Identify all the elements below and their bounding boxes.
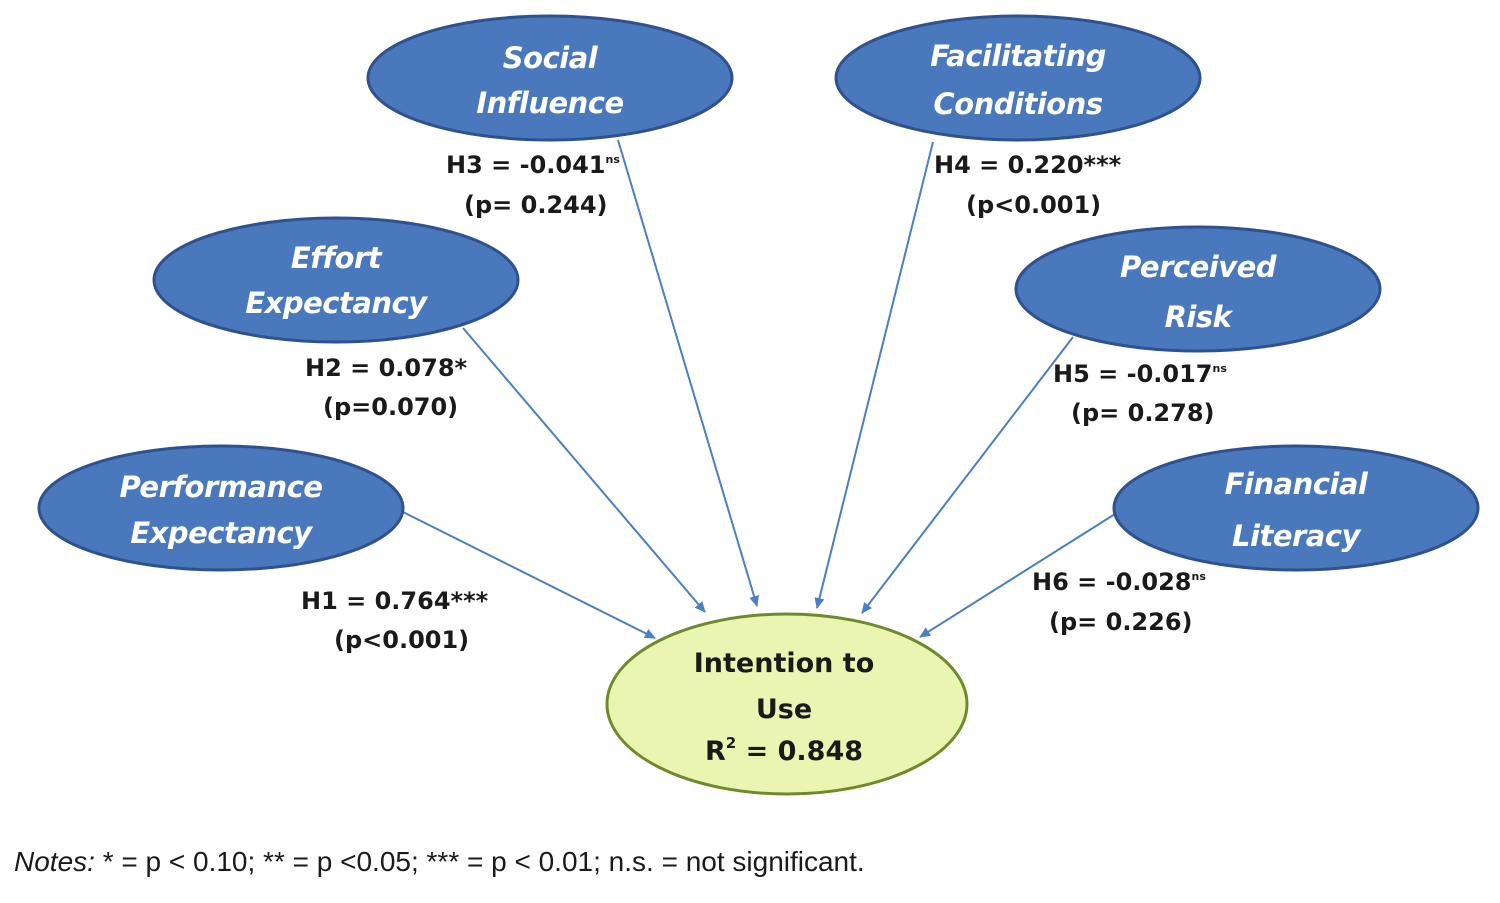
h3-p: (p= 0.244) [464, 191, 608, 219]
node-perceived-risk: Perceived Risk [1014, 225, 1382, 353]
r2-superscript: 2 [726, 734, 736, 752]
h5-coef-text: H5 = -0.017 [1053, 360, 1212, 388]
arrow-h2 [462, 327, 706, 613]
node-shape [1014, 225, 1382, 353]
node-performance-expectancy: Performance Expectancy [37, 444, 405, 572]
label-h5: H5 = -0.017ns (p= 0.278) [1053, 360, 1227, 427]
h1-coef: H1 = 0.764*** [301, 587, 489, 615]
label-h6: H6 = -0.028ns (p= 0.226) [1032, 568, 1206, 636]
node-shape [37, 444, 405, 572]
node-line2: Expectancy [130, 516, 313, 550]
h6-coef: H6 = -0.028ns [1032, 568, 1206, 596]
node-shape [366, 14, 734, 142]
h4-p: (p<0.001) [966, 191, 1101, 219]
node-shape [1112, 444, 1480, 572]
h2-p: (p=0.070) [323, 393, 458, 421]
node-line2: Influence [476, 86, 623, 120]
node-facilitating-conditions: Facilitating Conditions [834, 14, 1202, 142]
node-shape [834, 14, 1202, 142]
arrows [402, 139, 1116, 639]
r2-value: = 0.848 [736, 736, 863, 767]
notes-label: Notes: [14, 846, 95, 877]
node-line1: Facilitating [930, 39, 1106, 73]
outcome-shape [605, 612, 969, 796]
h1-p: (p<0.001) [334, 626, 469, 654]
h5-ns-superscript: ns [1212, 362, 1227, 375]
h3-coef-text: H3 = -0.041 [446, 151, 605, 179]
h3-ns-superscript: ns [605, 153, 620, 166]
r2-prefix: R [705, 736, 726, 767]
node-line2: Risk [1165, 300, 1234, 334]
node-line2: Literacy [1232, 519, 1362, 553]
outcome-r2: R2 = 0.848 [705, 734, 863, 767]
notes-footnote: Notes: * = p < 0.10; ** = p <0.05; *** =… [14, 846, 865, 878]
diagram-svg: Social Influence Facilitating Conditions… [37, 14, 1480, 796]
label-h1: H1 = 0.764*** (p<0.001) [301, 587, 489, 654]
node-shape [152, 216, 520, 344]
node-line2: Expectancy [245, 286, 428, 320]
arrow-h3 [617, 139, 759, 607]
node-intention-to-use: Intention to Use R2 = 0.848 [605, 612, 969, 796]
label-h3: H3 = -0.041ns (p= 0.244) [446, 151, 620, 219]
h5-p: (p= 0.278) [1071, 399, 1215, 427]
h6-ns-superscript: ns [1191, 570, 1206, 583]
h3-coef: H3 = -0.041ns [446, 151, 620, 179]
notes-text: * = p < 0.10; ** = p <0.05; *** = p < 0.… [94, 846, 865, 877]
h6-p: (p= 0.226) [1049, 608, 1193, 636]
label-h2: H2 = 0.078* (p=0.070) [305, 354, 468, 421]
node-line1: Effort [291, 241, 383, 275]
h5-coef: H5 = -0.017ns [1053, 360, 1227, 388]
node-financial-literacy: Financial Literacy [1112, 444, 1480, 572]
arrow-h4 [814, 141, 934, 609]
outcome-line1: Intention to [694, 648, 875, 679]
outcome-line2: Use [756, 694, 812, 725]
node-line2: Conditions [933, 87, 1102, 121]
node-social-influence: Social Influence [366, 14, 734, 142]
node-line1: Financial [1225, 467, 1369, 501]
h2-coef: H2 = 0.078* [305, 354, 468, 382]
node-effort-expectancy: Effort Expectancy [152, 216, 520, 344]
arrow-h1 [402, 511, 656, 639]
arrow-h6 [919, 513, 1116, 638]
h6-coef-text: H6 = -0.028 [1032, 568, 1191, 596]
arrow-h5 [861, 336, 1074, 614]
h4-coef: H4 = 0.220*** [934, 151, 1122, 179]
node-line1: Perceived [1120, 250, 1277, 284]
node-line1: Social [503, 41, 599, 75]
node-line1: Performance [119, 470, 322, 504]
label-h4: H4 = 0.220*** (p<0.001) [934, 151, 1122, 219]
